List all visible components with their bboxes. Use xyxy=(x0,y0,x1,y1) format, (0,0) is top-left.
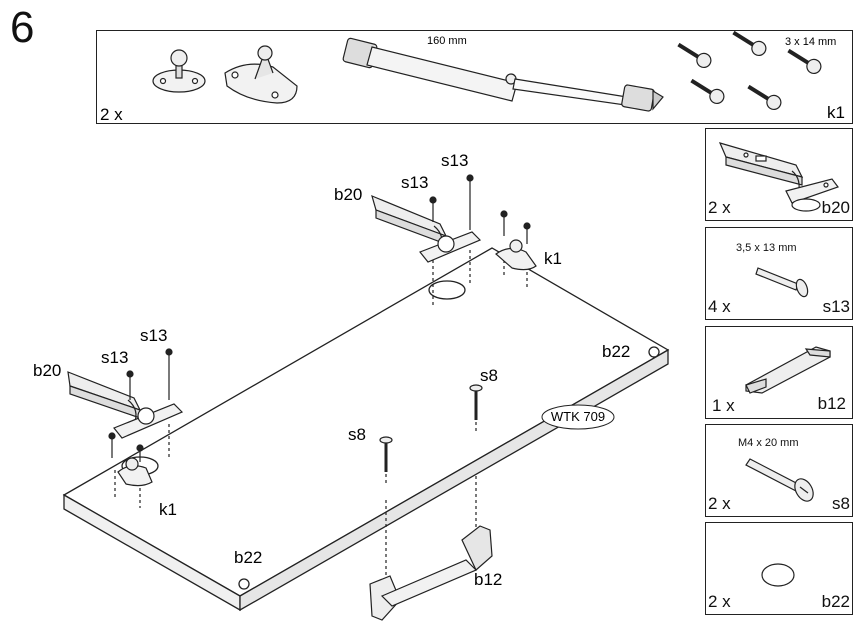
product-code: WTK 709 xyxy=(551,409,605,424)
panel-s13-quantity: 4 x xyxy=(708,297,731,316)
top-ball-bracket xyxy=(495,239,537,271)
label-s8-left: s8 xyxy=(348,425,366,444)
wood-screw-icon xyxy=(755,267,809,298)
panel-s13-code: s13 xyxy=(822,297,850,316)
parts-box: 160 mm 3 x 14 mm 2 x k1 xyxy=(96,30,853,124)
bolt-icon xyxy=(745,458,814,502)
left-ball-bracket xyxy=(117,457,153,487)
label-b20-left: b20 xyxy=(33,361,61,380)
product-code-badge: WTK 709 xyxy=(541,404,615,430)
handle-b12 xyxy=(369,476,493,621)
s8-bolts xyxy=(379,384,483,486)
label-s13-top-a: s13 xyxy=(441,151,468,170)
piston-length-label: 160 mm xyxy=(427,35,467,47)
label-s13-top-b: s13 xyxy=(401,173,428,192)
handle-icon xyxy=(745,346,831,394)
panel-b22-code: b22 xyxy=(821,592,850,611)
panel-b20-code: b20 xyxy=(821,198,850,217)
panel-b12: 1 x b12 xyxy=(705,326,853,419)
label-s13-left-a: s13 xyxy=(140,326,167,345)
panel-s8-size: M4 x 20 mm xyxy=(738,437,799,449)
panel-b12-quantity: 1 x xyxy=(712,396,735,415)
top-hinge xyxy=(371,194,482,263)
label-b22-left: b22 xyxy=(234,548,262,567)
label-s13-left-b: s13 xyxy=(101,348,128,367)
ball-stud-plate-icon xyxy=(152,49,206,93)
label-b20-top: b20 xyxy=(334,185,362,204)
parts-box-drawing: 160 mm 3 x 14 mm 2 x k1 xyxy=(100,30,845,124)
left-screws xyxy=(108,348,173,508)
step-number: 6 xyxy=(10,3,35,52)
left-hinge xyxy=(67,371,184,439)
panel-s8-code: s8 xyxy=(832,494,850,513)
panel-s13-size: 3,5 x 13 mm xyxy=(736,242,797,254)
screw-size-label: 3 x 14 mm xyxy=(785,36,836,48)
label-b22-right: b22 xyxy=(602,342,630,361)
parts-code-label: k1 xyxy=(827,103,845,122)
panel-b20: 2 x b20 xyxy=(705,128,853,221)
assembly-drawing: WTK 709 xyxy=(33,151,670,621)
label-k1-left: k1 xyxy=(159,500,177,519)
hinge-icon xyxy=(718,142,839,212)
label-s8-right: s8 xyxy=(480,366,498,385)
gas-piston-icon xyxy=(342,37,664,112)
top-screws xyxy=(429,174,531,305)
panel-b22: 2 x b22 xyxy=(705,522,853,615)
label-k1-top: k1 xyxy=(544,249,562,268)
cover-cap-icon xyxy=(761,563,795,587)
panel-b22-quantity: 2 x xyxy=(708,592,731,611)
panel-s13: 3,5 x 13 mm 4 x s13 xyxy=(705,227,853,320)
label-b12: b12 xyxy=(474,570,502,589)
screws-icon xyxy=(677,30,822,111)
panel-b12-code: b12 xyxy=(817,394,846,413)
ball-bracket-icon xyxy=(224,45,298,104)
panel-s8: M4 x 20 mm 2 x s8 xyxy=(705,424,853,517)
parts-quantity-label: 2 x xyxy=(100,105,123,124)
panel-s8-quantity: 2 x xyxy=(708,494,731,513)
panel-b20-quantity: 2 x xyxy=(708,198,731,217)
